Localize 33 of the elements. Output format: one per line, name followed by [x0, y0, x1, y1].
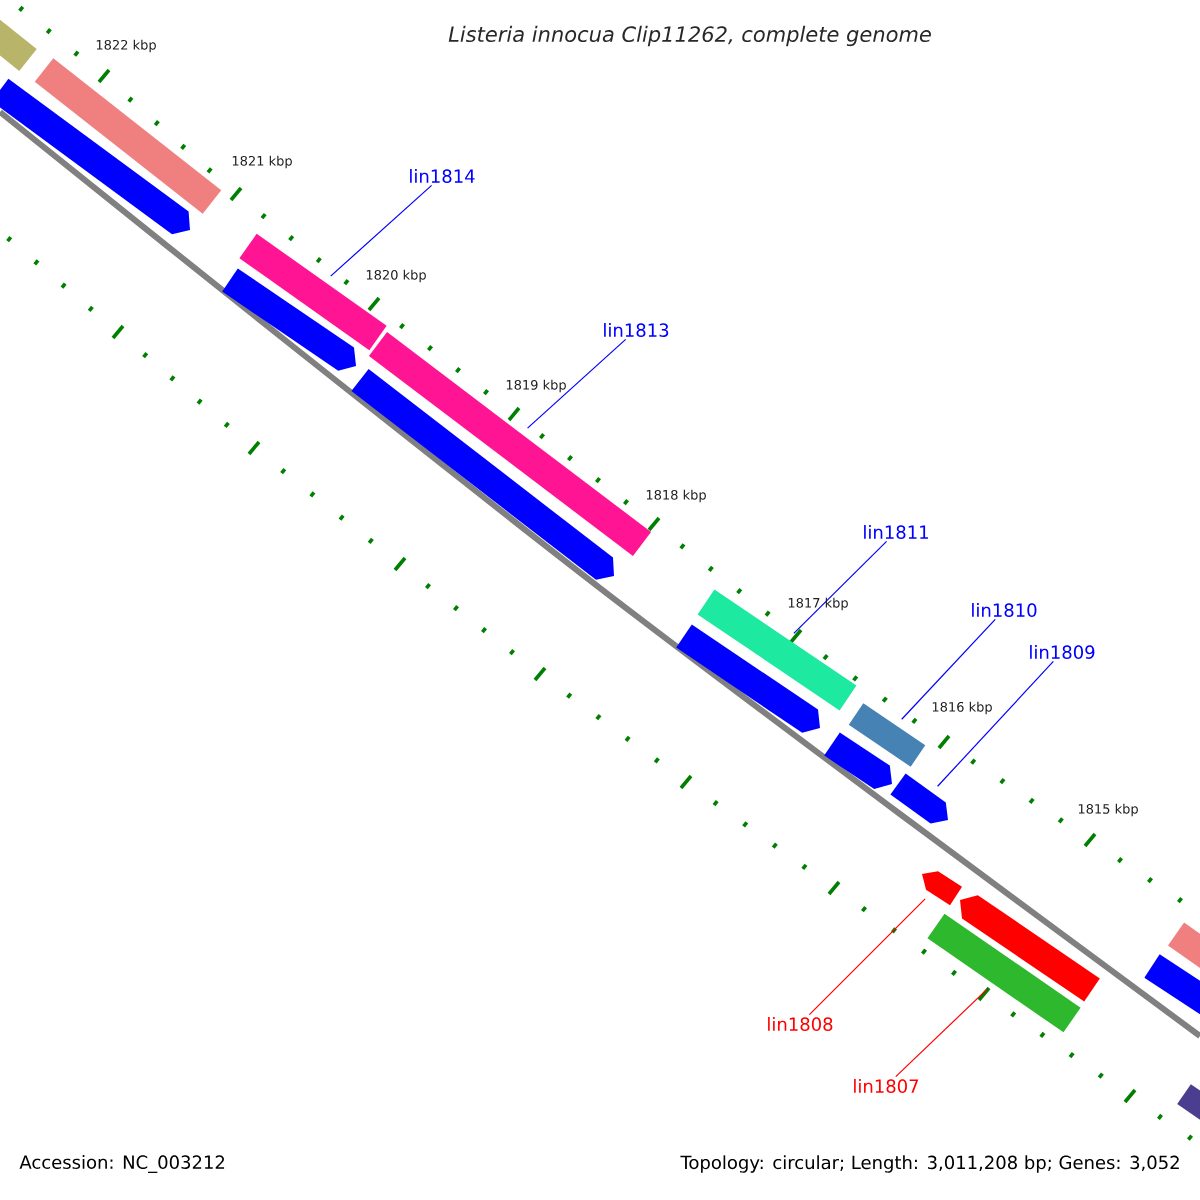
gene-bar	[848, 703, 926, 767]
title: Listeria innocua Clip11262, complete genome	[448, 25, 931, 47]
gene-label: lin1808	[768, 1017, 833, 1031]
gene-bar	[351, 369, 614, 580]
gene-bar	[697, 589, 857, 711]
gene-label: lin1811	[864, 525, 928, 539]
gene-bar	[960, 895, 1100, 1002]
leader-line	[901, 618, 996, 720]
gene-bar	[34, 58, 222, 214]
gene-bar	[222, 268, 356, 371]
gene-bar	[0, 17, 37, 71]
summary-text: Topology: circular; Length: 3,011,208 bp; Genes: 3,052	[680, 1155, 1179, 1173]
gene-label: lin1807	[854, 1079, 919, 1093]
gene-bar	[1177, 1084, 1200, 1122]
leader-line	[808, 898, 926, 1016]
gene-bar	[1144, 954, 1200, 1016]
gene-bar	[927, 913, 1081, 1033]
leader-line	[330, 184, 433, 277]
leader-line	[937, 660, 1054, 787]
gene-label: lin1813	[604, 323, 669, 337]
gene-bar	[922, 871, 962, 906]
gene-bar	[1167, 922, 1200, 970]
gene-bar	[824, 732, 892, 789]
gene-label: lin1810	[972, 603, 1037, 617]
gene-bar	[0, 78, 190, 235]
leader-line	[895, 988, 988, 1078]
leader-line	[526, 338, 627, 429]
leader-line	[793, 540, 888, 634]
gene-label: lin1809	[1030, 645, 1095, 659]
accession-text: Accession: NC_003212	[19, 1155, 225, 1173]
gene-bar	[676, 624, 820, 733]
gene-label: lin1814	[410, 169, 475, 183]
gene-bar	[890, 773, 948, 824]
